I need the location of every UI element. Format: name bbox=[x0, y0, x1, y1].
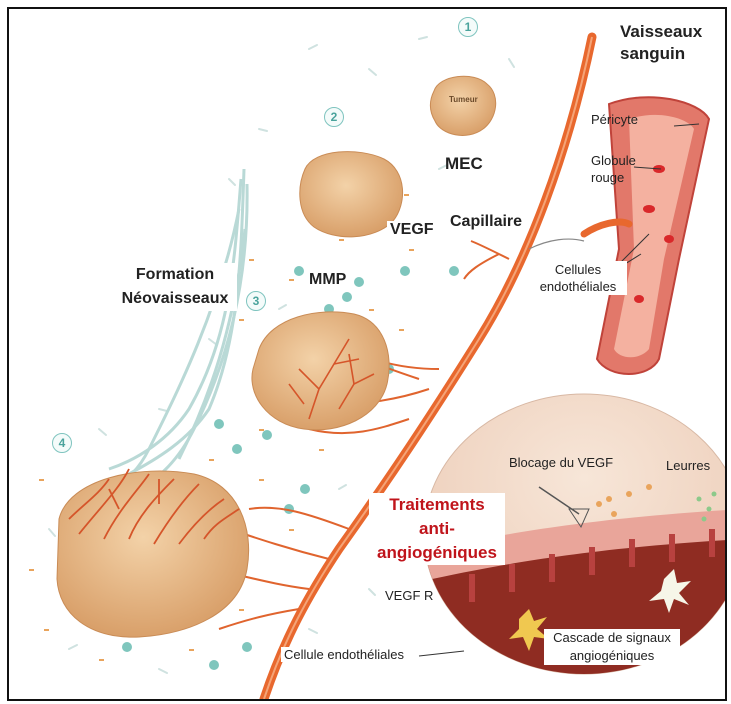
tumour-4 bbox=[57, 469, 249, 637]
tumour-3 bbox=[252, 312, 389, 430]
step-4-badge: 4 bbox=[52, 433, 72, 453]
cascade-label: Cascade de signaux angiogéniques bbox=[544, 629, 680, 665]
decoys-label: Leurres bbox=[666, 458, 710, 473]
neovessels-label: Formation Néovaisseaux bbox=[113, 263, 237, 311]
pericyte-label: Péricyte bbox=[591, 112, 638, 127]
tumour-label: Tumeur bbox=[449, 95, 478, 104]
vegf-label: VEGF bbox=[387, 221, 437, 239]
neovessel-strands bbox=[109, 169, 247, 489]
step-2-badge: 2 bbox=[324, 107, 344, 127]
diagram-frame: Vaisseaux sanguin Péricyte Globule rouge… bbox=[7, 7, 727, 701]
step-3-badge: 3 bbox=[246, 291, 266, 311]
red-cell-label: Globule rouge bbox=[591, 152, 643, 186]
vessel-cross-section bbox=[529, 97, 709, 374]
endothelial-cell-label: Cellule endothéliales bbox=[281, 647, 407, 662]
tumour-1 bbox=[430, 76, 495, 135]
mmp-label: MMP bbox=[309, 271, 346, 289]
vegf-block-label: Blocage du VEGF bbox=[509, 455, 613, 470]
endothelial-cells-label: Cellules endothéliales bbox=[529, 261, 627, 295]
capillary-label: Capillaire bbox=[447, 213, 525, 231]
step-1-badge: 1 bbox=[458, 17, 478, 37]
mec-label: MEC bbox=[445, 154, 483, 174]
vessels-label: Vaisseaux sanguin bbox=[620, 21, 710, 65]
treatments-label: Traitements anti-angiogéniques bbox=[369, 493, 505, 565]
vegf-r-label: VEGF R bbox=[385, 588, 433, 603]
